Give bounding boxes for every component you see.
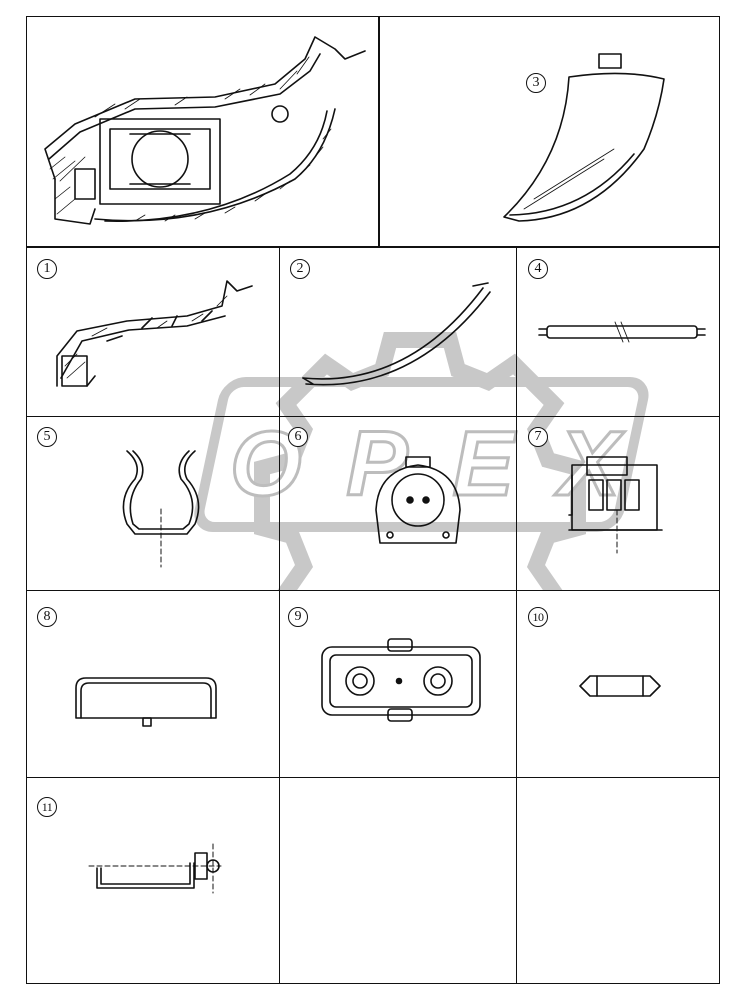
panel-10: 10 — [516, 590, 720, 778]
panel-empty-2 — [516, 777, 720, 984]
panel-assembly — [26, 16, 380, 247]
part-number-9: 9 — [288, 607, 308, 627]
panel-3: 3 — [378, 16, 720, 247]
part-6-lamp-holder — [375, 456, 461, 544]
panel-11: 11 — [26, 777, 280, 984]
panel-7: 7 — [516, 416, 720, 591]
panel-empty-1 — [279, 777, 517, 984]
part-10-festoon-bulb — [579, 675, 661, 697]
part-9-socket-plate — [321, 638, 481, 722]
part-2-reflector-strip — [302, 282, 491, 386]
part-number-5: 5 — [37, 427, 57, 447]
part-number-1: 1 — [37, 259, 57, 279]
panel-4: 4 — [516, 247, 720, 417]
part-number-10: 10 — [528, 607, 548, 627]
lamp-assembly-section — [44, 36, 366, 225]
part-number-11: 11 — [37, 797, 57, 817]
part-number-7: 7 — [528, 427, 548, 447]
part-number-8: 8 — [37, 607, 57, 627]
part-number-3: 3 — [526, 73, 546, 93]
panel-9: 9 — [279, 590, 517, 778]
panel-5: 5 — [26, 416, 280, 591]
part-4-fluorescent-tube — [538, 321, 706, 343]
part-11-mounting-bracket — [88, 843, 222, 894]
part-5-tube-clip — [122, 450, 200, 568]
part-number-4: 4 — [528, 259, 548, 279]
part-7-connector-block — [568, 456, 663, 554]
part-1-housing-profile — [56, 280, 253, 387]
panel-2: 2 — [279, 247, 517, 417]
part-8-end-cap — [75, 677, 217, 727]
panel-6: 6 — [279, 416, 517, 591]
part-number-2: 2 — [290, 259, 310, 279]
part-number-6: 6 — [288, 427, 308, 447]
panel-1: 1 — [26, 247, 280, 417]
part-3-diffuser-cover — [503, 53, 665, 222]
panel-8: 8 — [26, 590, 280, 778]
